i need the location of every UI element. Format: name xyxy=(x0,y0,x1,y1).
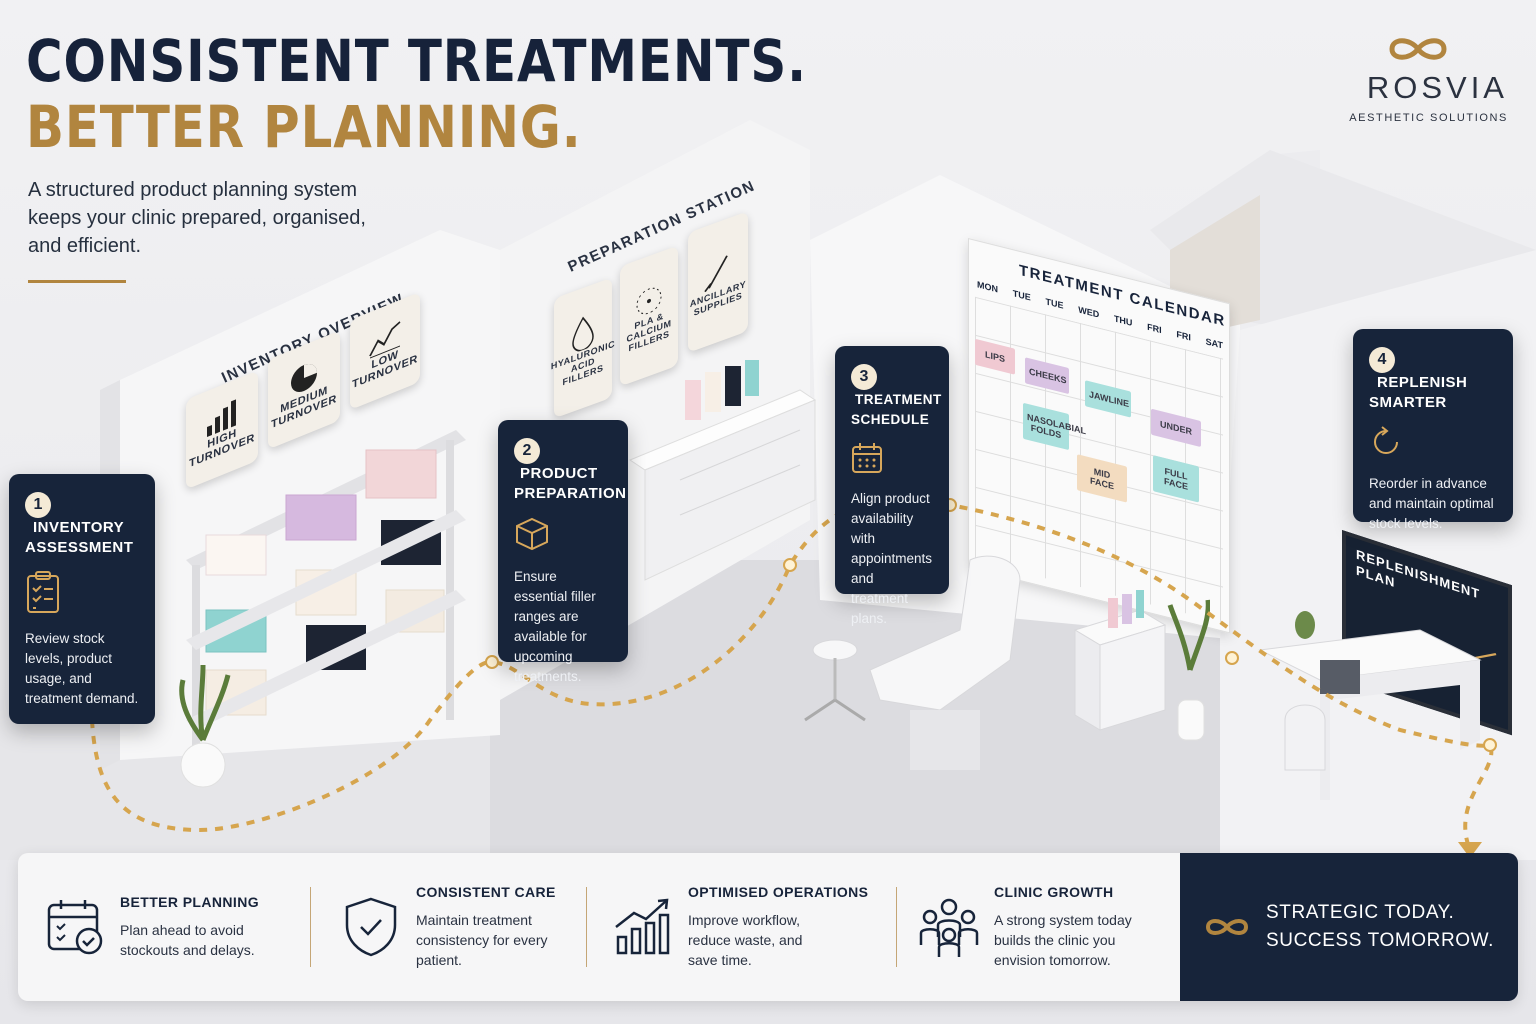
step-description: Reorder in advance and maintain optimal … xyxy=(1369,476,1494,531)
low-turnover-tile: LOW TURNOVER xyxy=(350,291,420,411)
preparation-counter xyxy=(628,360,817,581)
step-number: 3 xyxy=(851,364,877,390)
process-path xyxy=(90,496,1497,858)
intro-text: A structured product planning system kee… xyxy=(28,179,366,257)
divider xyxy=(896,887,897,967)
team-icon xyxy=(914,895,984,959)
step-description: Ensure essential filler ranges are avail… xyxy=(514,569,596,684)
medium-turnover-tile: MEDIUM TURNOVER xyxy=(268,330,340,450)
benefit-description: Improve workflow, reduce waste, and save… xyxy=(688,912,803,968)
inventory-shelves xyxy=(186,430,466,755)
benefit-optimised-operations: OPTIMISED OPERATIONS Improve workflow, r… xyxy=(608,853,898,1001)
ancillary-tile: ANCILLARY SUPPLIES xyxy=(688,211,748,353)
pla-calcium-tile: PLA & CALCIUM FILLERS xyxy=(620,245,678,387)
benefit-better-planning: BETTER PLANNING Plan ahead to avoid stoc… xyxy=(40,853,310,1001)
step-title: REPLENISH SMARTER xyxy=(1369,374,1468,411)
benefit-description: Plan ahead to avoid stockouts and delays… xyxy=(120,922,255,958)
step-title: PRODUCT PREPARATION xyxy=(514,465,627,502)
step-card-1: 1 INVENTORY ASSESSMENT Review stock leve… xyxy=(9,474,155,724)
path-arrow xyxy=(1458,842,1482,858)
particles-icon xyxy=(636,287,662,315)
treatment-chair xyxy=(869,555,1021,770)
bar-chart-icon xyxy=(207,399,236,438)
step-description: Review stock levels, product usage, and … xyxy=(25,631,139,706)
brand-name: ROSVIA xyxy=(1366,70,1508,105)
benefit-title: BETTER PLANNING xyxy=(120,894,259,910)
step-title: TREATMENT SCHEDULE xyxy=(851,392,942,427)
calendar-check-icon xyxy=(40,897,110,957)
step-card-4: 4 REPLENISH SMARTER Reorder in advance a… xyxy=(1353,329,1513,531)
infinity-logo-icon xyxy=(1389,38,1447,60)
step-number: 2 xyxy=(514,438,540,464)
path-node xyxy=(1483,738,1497,752)
brand-tagline: AESTHETIC SOLUTIONS xyxy=(1349,112,1508,124)
step-number: 4 xyxy=(1369,347,1395,373)
treatment-furniture xyxy=(804,555,1210,770)
pie-chart-icon xyxy=(291,363,317,393)
benefit-title: CLINIC GROWTH xyxy=(994,884,1114,900)
benefit-title: OPTIMISED OPERATIONS xyxy=(688,884,869,900)
benefit-consistent-care: CONSISTENT CARE Maintain treatment consi… xyxy=(336,853,596,1001)
product-boxes xyxy=(205,449,445,716)
divider xyxy=(310,887,311,967)
shield-check-icon xyxy=(336,895,406,959)
rosvia-logo: ROSVIA AESTHETIC SOLUTIONS xyxy=(1308,34,1508,124)
calendar-icon xyxy=(851,442,933,479)
path-node xyxy=(783,558,797,572)
headline-line-2: BETTER PLANNING. xyxy=(26,93,582,161)
line-chart-icon xyxy=(369,321,401,359)
divider xyxy=(586,887,587,967)
stool xyxy=(804,639,866,722)
box-icon xyxy=(514,516,612,557)
slogan-panel: STRATEGIC TODAY. SUCCESS TOMORROW. xyxy=(1180,853,1518,1001)
slogan-line-1: STRATEGIC TODAY. xyxy=(1266,902,1455,923)
step-description: Align product availability with appointm… xyxy=(851,491,933,626)
growth-chart-icon xyxy=(608,897,678,957)
benefit-description: A strong system today builds the clinic … xyxy=(994,912,1132,968)
syringe-icon xyxy=(704,255,728,293)
clipboard-checklist-icon xyxy=(25,570,139,619)
step-number: 1 xyxy=(25,492,51,518)
benefit-title: CONSISTENT CARE xyxy=(416,884,556,900)
office-desk xyxy=(1258,611,1482,800)
potted-plant xyxy=(179,664,231,788)
headline-line-1: CONSISTENT TREATMENTS. xyxy=(26,27,807,95)
refresh-icon xyxy=(1369,425,1497,464)
step-card-3: 3 TREATMENT SCHEDULE Align product avail… xyxy=(835,346,949,626)
hyaluronic-tile: HYALURONIC ACID FILLERS xyxy=(551,277,615,419)
supply-cart xyxy=(1073,590,1167,731)
step-title: INVENTORY ASSESSMENT xyxy=(25,519,134,556)
slogan-line-2: SUCCESS TOMORROW. xyxy=(1266,930,1495,951)
path-node xyxy=(1225,651,1239,665)
intro-divider xyxy=(28,280,126,283)
headline: CONSISTENT TREATMENTS. BETTER PLANNING. xyxy=(26,28,934,160)
infinity-logo-icon xyxy=(1205,919,1249,935)
benefit-clinic-growth: CLINIC GROWTH A strong system today buil… xyxy=(914,853,1184,1001)
high-turnover-tile: HIGH TURNOVER xyxy=(186,370,258,490)
plant-2 xyxy=(1167,599,1210,741)
path-node xyxy=(485,655,499,669)
step-card-2: 2 PRODUCT PREPARATION Ensure essential f… xyxy=(498,420,628,684)
benefit-description: Maintain treatment consistency for every… xyxy=(416,912,548,968)
